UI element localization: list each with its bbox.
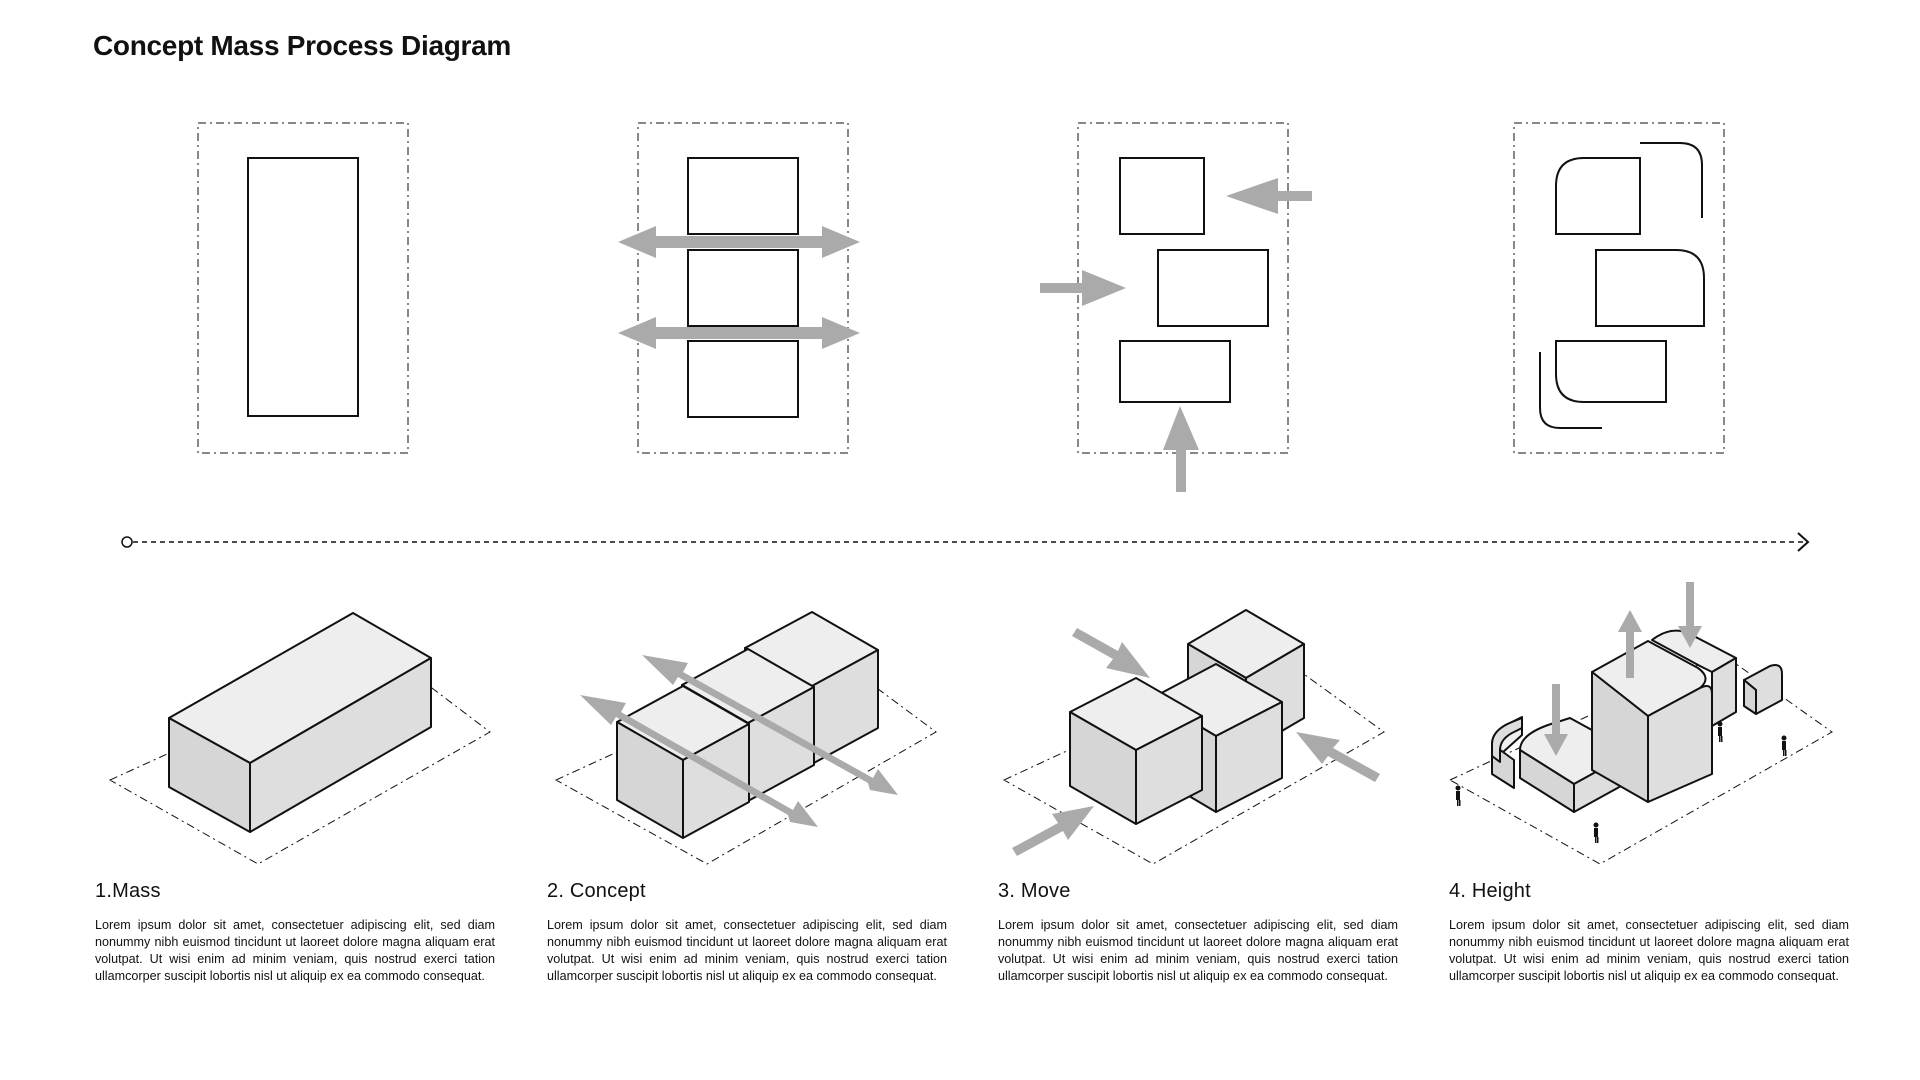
arrow-down-left (1544, 684, 1568, 756)
plan-mass (197, 122, 409, 454)
axo-move (1002, 609, 1385, 865)
box-front (1069, 677, 1203, 825)
person-figure (1717, 721, 1723, 742)
step-heading: 3. Move (998, 880, 1071, 902)
arrow-right (1296, 732, 1380, 782)
box-front (616, 685, 750, 839)
double-arrow-lower (618, 317, 860, 349)
plan-height (1513, 122, 1725, 454)
plan-move (1040, 122, 1312, 492)
block-3 (1555, 340, 1667, 403)
block-back (1651, 629, 1737, 727)
arrow-left (1226, 178, 1312, 214)
axo-height (1448, 582, 1833, 865)
step-mass: 1.Mass Lorem ipsum dolor sit amet, conse… (95, 880, 495, 985)
timeline-arrow-head (1797, 532, 1810, 552)
curved-wall-right (1743, 664, 1783, 715)
page-title: Concept Mass Process Diagram (93, 30, 511, 61)
diagonal-arrow-lower (580, 695, 818, 827)
person-figure (1593, 822, 1599, 843)
block-1 (1555, 157, 1641, 235)
block-1 (1119, 157, 1205, 235)
arrow-down-right (1678, 582, 1702, 648)
axo-mass (108, 612, 491, 865)
curved-wall-top (1640, 142, 1703, 218)
step-concept: 2. Concept Lorem ipsum dolor sit amet, c… (547, 880, 947, 985)
person-figure (1455, 785, 1461, 806)
timeline (121, 532, 1810, 552)
arrow-right (1040, 270, 1126, 306)
block-tall (1591, 640, 1713, 803)
step-height: 4. Height Lorem ipsum dolor sit amet, co… (1449, 880, 1849, 985)
person-figure (1781, 735, 1787, 756)
timeline-start-marker (121, 536, 133, 548)
mass-right-face (249, 657, 432, 833)
site-boundary (1513, 122, 1725, 454)
step-heading: 2. Concept (547, 880, 646, 902)
arrow-up (1163, 406, 1199, 492)
block-2 (687, 249, 799, 327)
step-description: Lorem ipsum dolor sit amet, consectetuer… (998, 918, 1398, 983)
block-3 (687, 340, 799, 418)
block-2 (1595, 249, 1705, 327)
step-heading: 4. Height (1449, 880, 1531, 902)
block-3 (1119, 340, 1231, 403)
block-1 (687, 157, 799, 235)
arrow-bottom-left (1012, 806, 1094, 856)
axo-concept (554, 611, 937, 865)
diagonal-arrow-upper (642, 655, 898, 795)
step-heading: 1.Mass (95, 880, 161, 902)
step-description: Lorem ipsum dolor sit amet, consectetuer… (95, 918, 495, 983)
double-arrow-upper (618, 226, 860, 258)
step-move: 3. Move Lorem ipsum dolor sit amet, cons… (998, 880, 1398, 985)
mass-block (247, 157, 359, 417)
curved-wall-left (1491, 716, 1523, 789)
site-boundary (637, 122, 849, 454)
step-description: Lorem ipsum dolor sit amet, consectetuer… (547, 918, 947, 983)
step-description: Lorem ipsum dolor sit amet, consectetuer… (1449, 918, 1849, 983)
curved-wall-bottom (1539, 352, 1602, 429)
site-boundary (197, 122, 409, 454)
plan-concept (618, 122, 860, 454)
arrow-top-left (1072, 628, 1150, 678)
arrow-up (1618, 610, 1642, 678)
block-2 (1157, 249, 1269, 327)
